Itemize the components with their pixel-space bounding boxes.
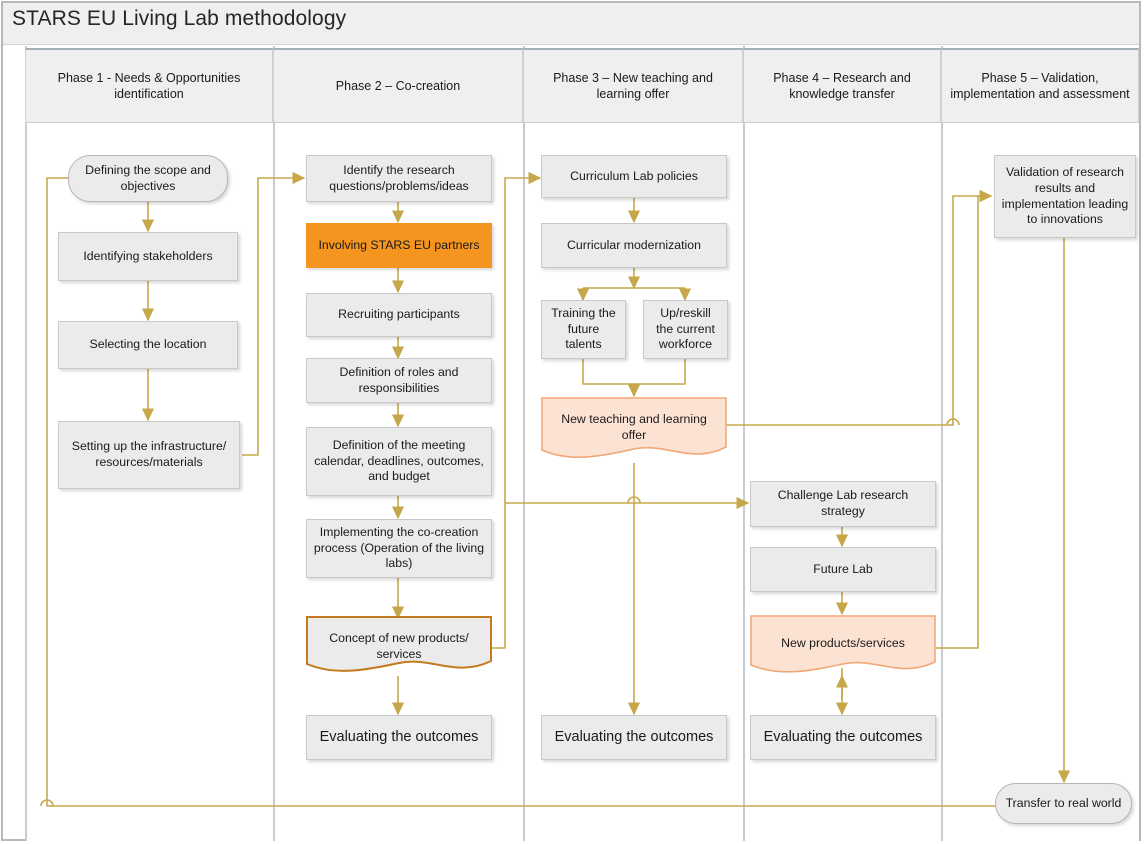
node-selecting-location-label: Selecting the location: [89, 337, 207, 351]
node-defining-scope[interactable]: Defining the scope and objectives: [68, 155, 228, 202]
node-definition-of-roles[interactable]: Definition of roles and responsibilities: [306, 358, 492, 403]
node-evaluating-outcomes-phase4-label: Evaluating the outcomes: [763, 729, 923, 746]
lane-header-phase4-label: Phase 4 – Research and knowledge transfe…: [773, 70, 911, 102]
node-new-products-services[interactable]: New products/services: [750, 615, 936, 677]
node-definition-meeting-calendar[interactable]: Definition of the meeting calendar, dead…: [306, 427, 492, 496]
node-implementing-cocreation-label: Implementing the co-creation process (Op…: [313, 524, 485, 571]
node-curricular-modernization-label: Curricular modernization: [567, 237, 701, 252]
node-validation-of-research[interactable]: Validation of research results and imple…: [994, 155, 1136, 238]
node-identify-research-questions[interactable]: Identify the research questions/problems…: [306, 155, 492, 202]
node-evaluating-outcomes-phase3-label: Evaluating the outcomes: [554, 729, 714, 746]
node-selecting-location[interactable]: Selecting the location: [58, 321, 238, 369]
node-validation-of-research-label: Validation of research results and imple…: [1001, 164, 1129, 227]
node-setting-up-infrastructure[interactable]: Setting up the infrastructure/ resources…: [58, 421, 240, 489]
node-upreskill-current-workforce[interactable]: Up/reskill the current workforce: [643, 300, 728, 359]
node-identifying-stakeholders[interactable]: Identifying stakeholders: [58, 232, 238, 281]
node-evaluating-outcomes-phase2[interactable]: Evaluating the outcomes: [306, 715, 492, 760]
node-implementing-cocreation[interactable]: Implementing the co-creation process (Op…: [306, 519, 492, 578]
node-recruiting-participants-label: Recruiting participants: [338, 307, 460, 321]
node-training-future-talents-label: Training the future talents: [551, 305, 616, 352]
node-identifying-stakeholders-label: Identifying stakeholders: [83, 248, 213, 263]
node-curriculum-lab-policies[interactable]: Curriculum Lab policies: [541, 155, 727, 198]
lane-header-phase3-label: Phase 3 – New teaching and learning offe…: [553, 70, 713, 102]
node-recruiting-participants[interactable]: Recruiting participants: [306, 293, 492, 337]
node-future-lab[interactable]: Future Lab: [750, 547, 936, 592]
lane-header-phase1: Phase 1 - Needs & Opportunities identifi…: [25, 48, 273, 123]
node-definition-meeting-calendar-label: Definition of the meeting calendar, dead…: [314, 437, 484, 484]
node-identify-research-questions-label: Identify the research questions/problems…: [329, 162, 469, 193]
node-transfer-to-real-world[interactable]: Transfer to real world: [995, 783, 1132, 824]
node-training-future-talents[interactable]: Training the future talents: [541, 300, 626, 359]
node-evaluating-outcomes-phase3[interactable]: Evaluating the outcomes: [541, 715, 727, 760]
node-curricular-modernization[interactable]: Curricular modernization: [541, 223, 727, 268]
title-bar: [3, 3, 1139, 45]
lane-header-phase1-label: Phase 1 - Needs & Opportunities identifi…: [57, 70, 241, 102]
node-concept-new-products[interactable]: Concept of new products/ services: [306, 616, 492, 676]
node-future-lab-label: Future Lab: [813, 561, 873, 576]
node-evaluating-outcomes-phase2-label: Evaluating the outcomes: [319, 729, 479, 746]
node-curriculum-lab-policies-label: Curriculum Lab policies: [570, 168, 698, 183]
node-challenge-lab-strategy[interactable]: Challenge Lab research strategy: [750, 481, 936, 527]
page-title: STARS EU Living Lab methodology: [12, 7, 347, 30]
lane-header-phase5-label: Phase 5 – Validation, implementation and…: [950, 70, 1130, 102]
node-new-teaching-learning-offer-label: New teaching and learning offer: [561, 412, 707, 443]
node-upreskill-current-workforce-label: Up/reskill the current workforce: [656, 305, 715, 352]
node-new-teaching-learning-offer[interactable]: New teaching and learning offer: [541, 397, 727, 463]
node-challenge-lab-strategy-label: Challenge Lab research strategy: [777, 488, 909, 518]
lane-header-phase4: Phase 4 – Research and knowledge transfe…: [743, 48, 941, 123]
node-evaluating-outcomes-phase4[interactable]: Evaluating the outcomes: [750, 715, 936, 760]
node-involving-stars-partners[interactable]: Involving STARS EU partners: [306, 223, 492, 268]
node-new-products-services-label: New products/services: [781, 636, 905, 650]
lane-header-phase2-label: Phase 2 – Co-creation: [335, 78, 461, 93]
node-concept-new-products-label: Concept of new products/ services: [329, 631, 469, 662]
lane-header-phase5: Phase 5 – Validation, implementation and…: [941, 48, 1139, 123]
node-setting-up-infrastructure-label: Setting up the infrastructure/ resources…: [71, 439, 227, 469]
node-definition-of-roles-label: Definition of roles and responsibilities: [339, 364, 459, 395]
lane-header-phase3: Phase 3 – New teaching and learning offe…: [523, 48, 743, 123]
node-defining-scope-label: Defining the scope and objectives: [85, 162, 211, 193]
node-involving-stars-partners-label: Involving STARS EU partners: [318, 237, 480, 252]
lane-header-phase2: Phase 2 – Co-creation: [273, 48, 523, 123]
node-transfer-to-real-world-label: Transfer to real world: [1005, 795, 1122, 810]
